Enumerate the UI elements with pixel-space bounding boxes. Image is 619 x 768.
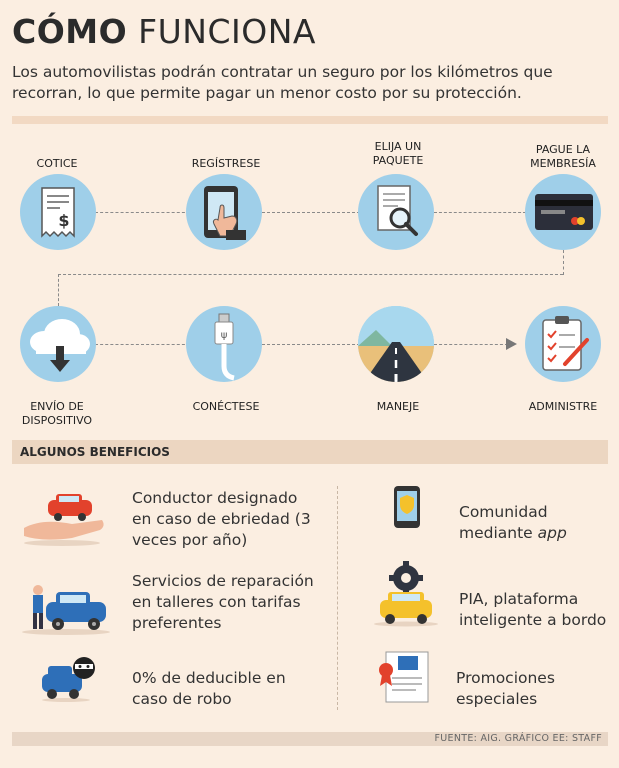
benefit-comunidad-l2: mediante app [459,523,567,544]
benefit-deducible: 0% de deducible en caso de robo [132,668,286,710]
benefit-reparacion-l3: preferentes [132,614,222,632]
svg-text:ψ: ψ [221,330,228,341]
step-administre-circle [525,306,601,382]
hand-car-icon [24,494,104,546]
footer-source: FUENTE: AIG. GRÁFICO EE: STAFF [434,733,602,744]
benefits-separator [337,486,338,710]
benefit-comunidad-l1: Comunidad [459,503,548,521]
step-registrese-circle [186,174,262,250]
connector-5 [262,344,360,345]
connector-return [58,274,563,275]
clipboard-check-icon [542,316,589,371]
connector-4 [95,344,190,345]
receipt-dollar-icon: $ [41,187,75,238]
step-label-registrese: REGÍSTRESE [191,157,261,170]
tablet-touch-icon [204,186,246,240]
benefit-comunidad: Comunidad mediante app [459,502,567,544]
benefit-promociones-l2: especiales [456,690,538,708]
benefit-promociones-l1: Promociones [456,669,555,687]
connector-2 [262,212,360,213]
footer-bar: FUENTE: AIG. GRÁFICO EE: STAFF [12,732,608,746]
step-label-elija-1: ELIJA UN [374,140,422,153]
benefit-designado-l1: Conductor designado [132,489,298,507]
page-title: CÓMO FUNCIONA [12,12,316,51]
step-elija-circle [358,174,434,250]
benefit-pia: PIA, plataforma inteligente a bordo [459,589,606,631]
car-thief-icon [42,657,95,702]
connector-1 [95,212,190,213]
connector-3 [434,212,526,213]
step-cotice-circle: $ [20,174,96,250]
divider-band-top [12,116,608,124]
connector-down-2 [58,274,59,306]
connector-6 [434,344,508,345]
benefit-reparacion-l1: Servicios de reparación [132,572,314,590]
benefit-pia-l2: inteligente a bordo [459,611,607,629]
step-label-envio: ENVÍO DE DISPOSITIVO [2,400,112,428]
benefits-heading-bar: ALGUNOS BENEFICIOS [12,440,608,464]
benefit-deducible-l1: 0% de deducible en [132,669,286,687]
benefit-comunidad-app: app [537,524,567,542]
cloud-download-icon [30,319,90,372]
step-label-envio-1: ENVÍO DE [30,400,84,413]
step-label-cotice: COTICE [36,157,78,170]
certificate-icon [379,651,429,703]
step-label-maneje: MANEJE [376,400,420,413]
usb-plug-icon: ψ [214,313,235,381]
step-label-envio-2: DISPOSITIVO [21,414,93,427]
road-icon [358,306,434,382]
benefits-heading: ALGUNOS BENEFICIOS [20,445,170,459]
mechanic-car-icon [22,585,110,635]
benefit-comunidad-mediante: mediante [459,524,533,542]
benefit-designado: Conductor designado en caso de ebriedad … [132,488,311,551]
svg-text:$: $ [58,211,69,230]
title-bold: CÓMO [12,12,128,51]
step-label-elija: ELIJA UN PAQUETE [343,140,453,168]
step-label-pague-2: MEMBRESÍA [530,157,596,170]
credit-card-icon [535,194,593,230]
title-light: FUNCIONA [138,12,317,51]
step-label-conectese: CONÉCTESE [192,400,260,413]
connector-down [563,250,564,275]
document-search-icon [377,185,418,236]
phone-shield-icon [394,486,420,528]
step-conectese-circle: ψ [186,306,262,382]
step-label-pague: PAGUE LA MEMBRESÍA [508,143,618,171]
benefit-deducible-l2: caso de robo [132,690,232,708]
step-label-pague-1: PAGUE LA [535,143,591,156]
step-pague-circle [525,174,601,250]
page-subtitle: Los automovilistas podrán contratar un s… [12,63,553,102]
benefit-reparacion: Servicios de reparación en talleres con … [132,571,314,634]
benefit-designado-l3: veces por año) [132,531,248,549]
gear-car-icon [374,561,438,627]
step-label-administre: ADMINISTRE [528,400,598,413]
benefit-reparacion-l2: en talleres con tarifas [132,593,301,611]
benefit-promociones: Promociones especiales [456,668,555,710]
step-maneje-circle [358,306,434,382]
step-label-elija-2: PAQUETE [372,154,424,167]
arrow-right-icon [506,338,517,350]
benefit-designado-l2: en caso de ebriedad (3 [132,510,311,528]
benefit-pia-l1: PIA, plataforma [459,590,579,608]
step-envio-circle [20,306,96,382]
